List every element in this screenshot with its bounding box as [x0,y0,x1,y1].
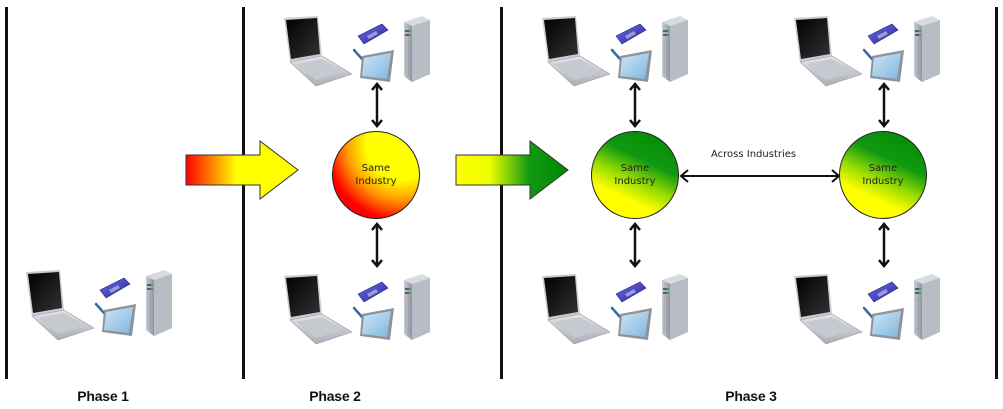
device-cluster-phase3-right-bottom [780,270,950,360]
phase-divider-right [995,7,998,379]
device-cluster-phase2-top [270,12,440,102]
devices-group-icon [780,12,950,102]
node-label-line2: Industry [614,176,656,187]
connector-arrow-phase3-right-top [878,82,890,128]
devices-group-icon [780,270,950,360]
phase-divider-left [5,7,8,379]
devices-group-icon [528,270,698,360]
node-label-line1: Same [620,163,650,174]
transition-arrow-yellow-green [455,140,569,200]
connector-arrow-phase3-right-bottom [878,222,890,268]
phase-label-1: Phase 1 [77,388,129,404]
phase-divider-1-2 [242,7,245,379]
connector-arrow-phase2-bottom [371,222,383,268]
devices-group-icon [270,270,440,360]
device-cluster-phase2-bottom [270,270,440,360]
device-cluster-phase3-left-top [528,12,698,102]
device-cluster-phase1 [12,266,182,356]
device-cluster-phase3-right-top [780,12,950,102]
node-label-line2: Industry [862,176,904,187]
node-label-line1: Same [868,163,898,174]
across-industries-label: Across Industries [711,149,797,160]
industry-node-phase2: Same Industry [332,131,420,219]
phase-label-2: Phase 2 [309,388,361,404]
connector-arrow-phase3-left-top [629,82,641,128]
transition-arrow-red-yellow [185,140,299,200]
devices-group-icon [270,12,440,102]
node-label-line2: Industry [355,176,397,187]
node-label-line1: Same [361,163,391,174]
devices-group-icon [528,12,698,102]
device-cluster-phase3-left-bottom [528,270,698,360]
connector-arrow-phase3-left-bottom [629,222,641,268]
across-industries-arrow [679,169,841,183]
phase-label-3: Phase 3 [725,388,777,404]
industry-node-phase3-left: Same Industry [591,131,679,219]
industry-node-phase3-right: Same Industry [839,131,927,219]
devices-group-icon [12,266,182,356]
phase-divider-2-3 [500,7,503,379]
connector-arrow-phase2-top [371,82,383,128]
